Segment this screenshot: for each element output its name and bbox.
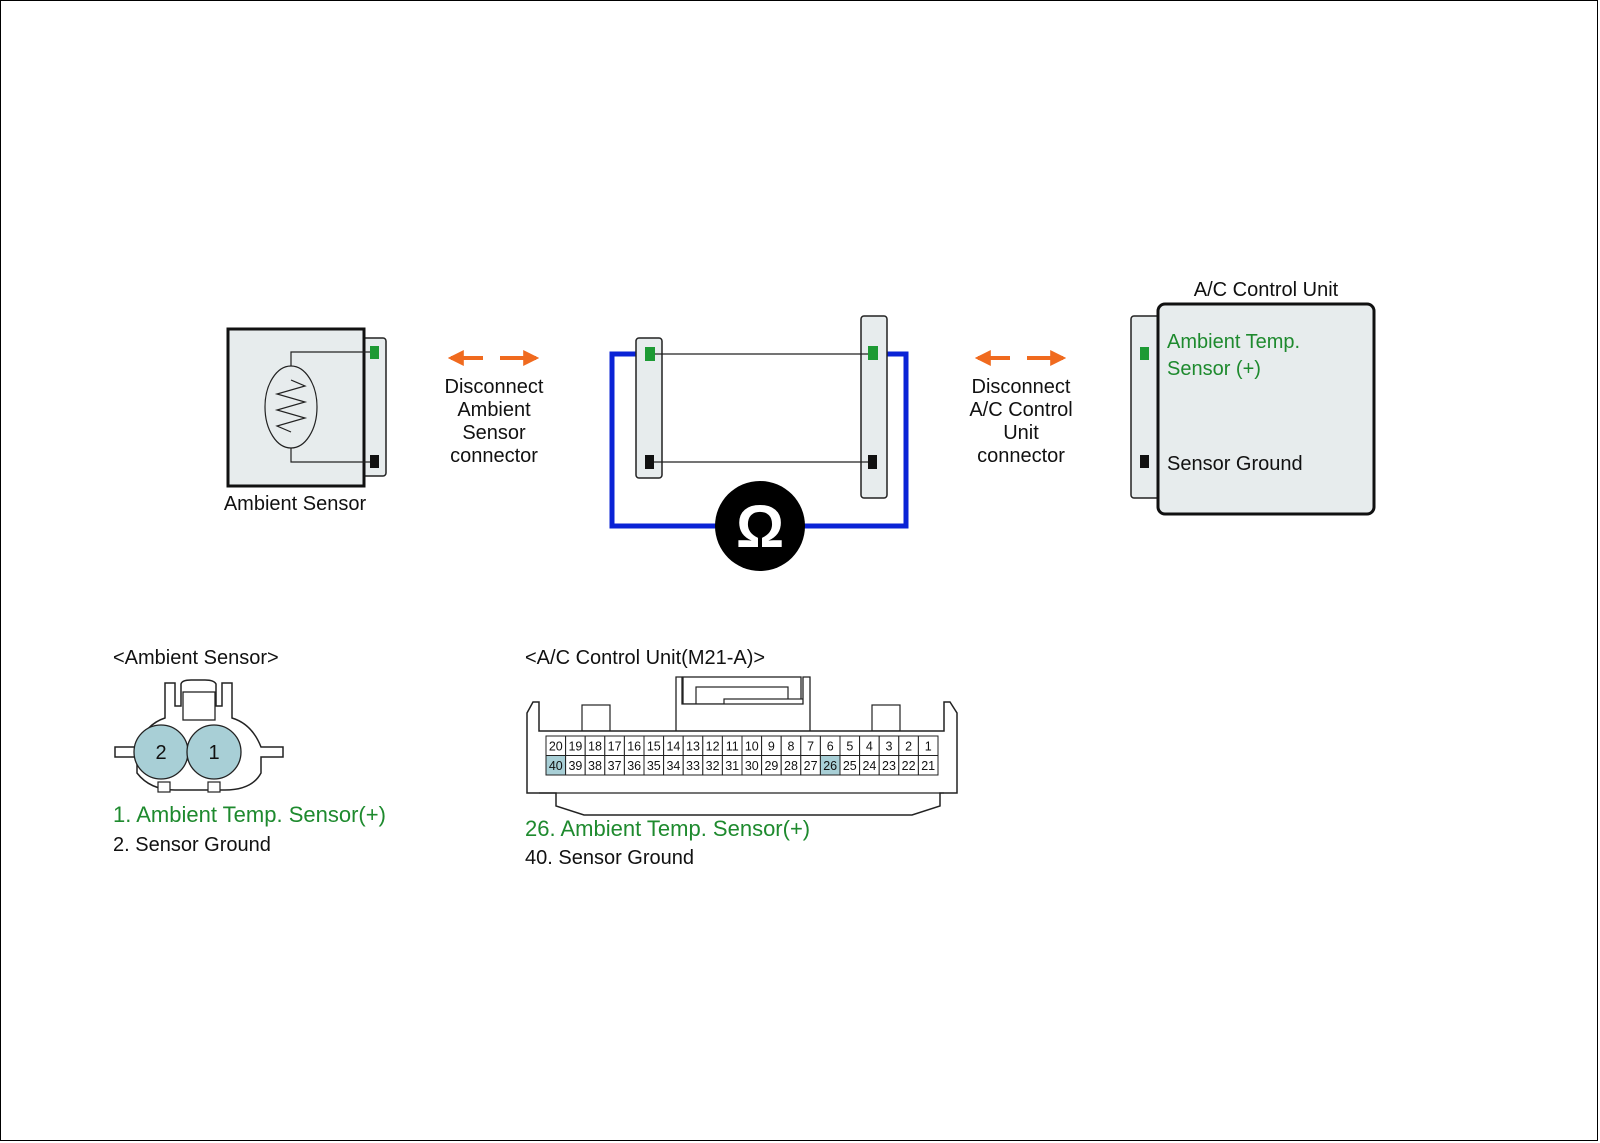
disconnect-ac-line-2: A/C Control: [969, 399, 1072, 421]
ac-pin2-label: Sensor Ground: [1167, 453, 1303, 475]
harness-terminal-right-2: [868, 455, 877, 469]
disconnect-ac-group: Disconnect A/C Control Unit connector: [969, 350, 1073, 467]
harness-terminal-left-2: [645, 455, 654, 469]
ambient-connector-face: <Ambient Sensor> 2 1 1. Ambient Temp. Se…: [113, 647, 386, 856]
disconnect-ambient-line-4: connector: [450, 445, 538, 467]
harness-measurement: Ω: [609, 315, 909, 571]
connector-pin-number-7: 7: [807, 740, 814, 754]
ac-connector-ear-1: [581, 704, 611, 732]
ambient-connector-latch: [182, 691, 216, 721]
ambient-sensor-internal-wire-bottom: [290, 448, 371, 463]
ambient-pin-number-2: 2: [155, 742, 166, 764]
meter-lead-wire: [609, 351, 909, 529]
ambient-pin-number-1: 1: [208, 742, 219, 764]
ac-connector-ear-2: [871, 704, 901, 732]
connector-pin-number-36: 36: [627, 759, 641, 773]
ac-connector-raised-top: [675, 676, 811, 731]
thermistor-resistor-icon: [264, 365, 318, 449]
ac-unit-body: [1156, 302, 1376, 516]
connector-pin-number-32: 32: [706, 759, 720, 773]
disconnect-ambient-line-3: Sensor: [462, 422, 526, 444]
harness-connector-left: [635, 337, 663, 479]
connector-pin-number-6: 6: [827, 740, 834, 754]
connector-pin-number-4: 4: [866, 740, 873, 754]
ac-connector-title: <A/C Control Unit(M21-A)>: [525, 647, 765, 669]
ambient-sensor-terminal-1: [370, 346, 379, 359]
connector-pin-number-26: 26: [823, 759, 837, 773]
connector-pin-number-21: 21: [921, 759, 935, 773]
connector-pin-number-30: 30: [745, 759, 759, 773]
ambient-connector-foot-right: [207, 781, 221, 793]
connector-pin-number-24: 24: [862, 759, 876, 773]
ambient-connector-foot-left: [157, 781, 171, 793]
harness-terminal-right-1: [868, 346, 878, 360]
ohmmeter-icon: [715, 481, 805, 571]
ambient-sensor-internal-wire-top: [290, 351, 371, 366]
connector-pin-number-12: 12: [706, 740, 720, 754]
connector-pin-number-33: 33: [686, 759, 700, 773]
harness-terminal-left-1: [645, 347, 655, 361]
disconnect-ac-line-1: Disconnect: [972, 376, 1071, 398]
connector-pin-number-40: 40: [549, 759, 563, 773]
connector-pin-number-29: 29: [764, 759, 778, 773]
connector-pin-number-35: 35: [647, 759, 661, 773]
connector-pin-number-11: 11: [726, 740, 739, 754]
disconnect-ambient-line-2: Ambient: [457, 399, 531, 421]
connector-pin-number-37: 37: [608, 759, 622, 773]
ambient-connector-pin-1: [186, 724, 242, 780]
connector-pin-number-22: 22: [902, 759, 916, 773]
disconnect-ac-line-3: Unit: [1003, 422, 1039, 444]
connector-pin-number-3: 3: [886, 740, 893, 754]
connector-pin-number-1: 1: [925, 740, 932, 754]
ac-pin1-label-line-2: Sensor (+): [1167, 358, 1261, 380]
connector-pin-number-19: 19: [568, 740, 582, 754]
ambient-sensor-block: Ambient Sensor: [224, 327, 387, 515]
ac-unit-terminal-1: [1140, 347, 1149, 360]
connector-pin-number-28: 28: [784, 759, 798, 773]
disconnect-ambient-group: Disconnect Ambient Sensor connector: [445, 350, 544, 467]
connector-pin-number-13: 13: [686, 740, 700, 754]
ac-control-unit-block: A/C Control Unit Ambient Temp. Sensor (+…: [1130, 279, 1376, 516]
connector-pin-number-34: 34: [666, 759, 680, 773]
ambient-connector-title: <Ambient Sensor>: [113, 647, 279, 669]
connector-pin-number-20: 20: [549, 740, 563, 754]
resistor-zigzag-icon: [274, 379, 308, 433]
connector-pin-number-14: 14: [666, 740, 680, 754]
ac-pin40-desc: 40. Sensor Ground: [525, 847, 694, 869]
ambient-pin2-desc: 2. Sensor Ground: [113, 834, 271, 856]
connector-pin-number-18: 18: [588, 740, 602, 754]
connector-pin-number-39: 39: [568, 759, 582, 773]
ambient-sensor-label: Ambient Sensor: [224, 493, 367, 515]
connector-pin-cell-21: [917, 755, 939, 776]
connector-pin-number-10: 10: [745, 740, 759, 754]
ambient-pin1-desc: 1. Ambient Temp. Sensor(+): [113, 802, 386, 827]
connector-pin-number-2: 2: [905, 740, 912, 754]
connector-pin-number-27: 27: [804, 759, 818, 773]
connector-pin-number-8: 8: [788, 740, 795, 754]
disconnect-ambient-line-1: Disconnect: [445, 376, 544, 398]
harness-connector-right: [860, 315, 888, 499]
connector-pin-number-9: 9: [768, 740, 775, 754]
connector-pin-number-31: 31: [725, 759, 739, 773]
disconnect-ac-line-4: connector: [977, 445, 1065, 467]
ac-unit-terminal-2: [1140, 455, 1149, 468]
ac-pin26-desc: 26. Ambient Temp. Sensor(+): [525, 816, 810, 841]
connector-pin-number-25: 25: [843, 759, 857, 773]
ohmmeter-symbol: Ω: [736, 493, 784, 560]
connector-pin-number-16: 16: [627, 740, 641, 754]
connector-pin-number-23: 23: [882, 759, 896, 773]
connector-pin-number-38: 38: [588, 759, 602, 773]
ac-pin1-label-line-1: Ambient Temp.: [1167, 331, 1300, 353]
connector-pin-number-5: 5: [846, 740, 853, 754]
ac-control-unit-title: A/C Control Unit: [1194, 279, 1339, 301]
connector-pin-number-15: 15: [647, 740, 661, 754]
ambient-sensor-terminal-2: [370, 455, 379, 468]
connector-pin-number-17: 17: [608, 740, 622, 754]
